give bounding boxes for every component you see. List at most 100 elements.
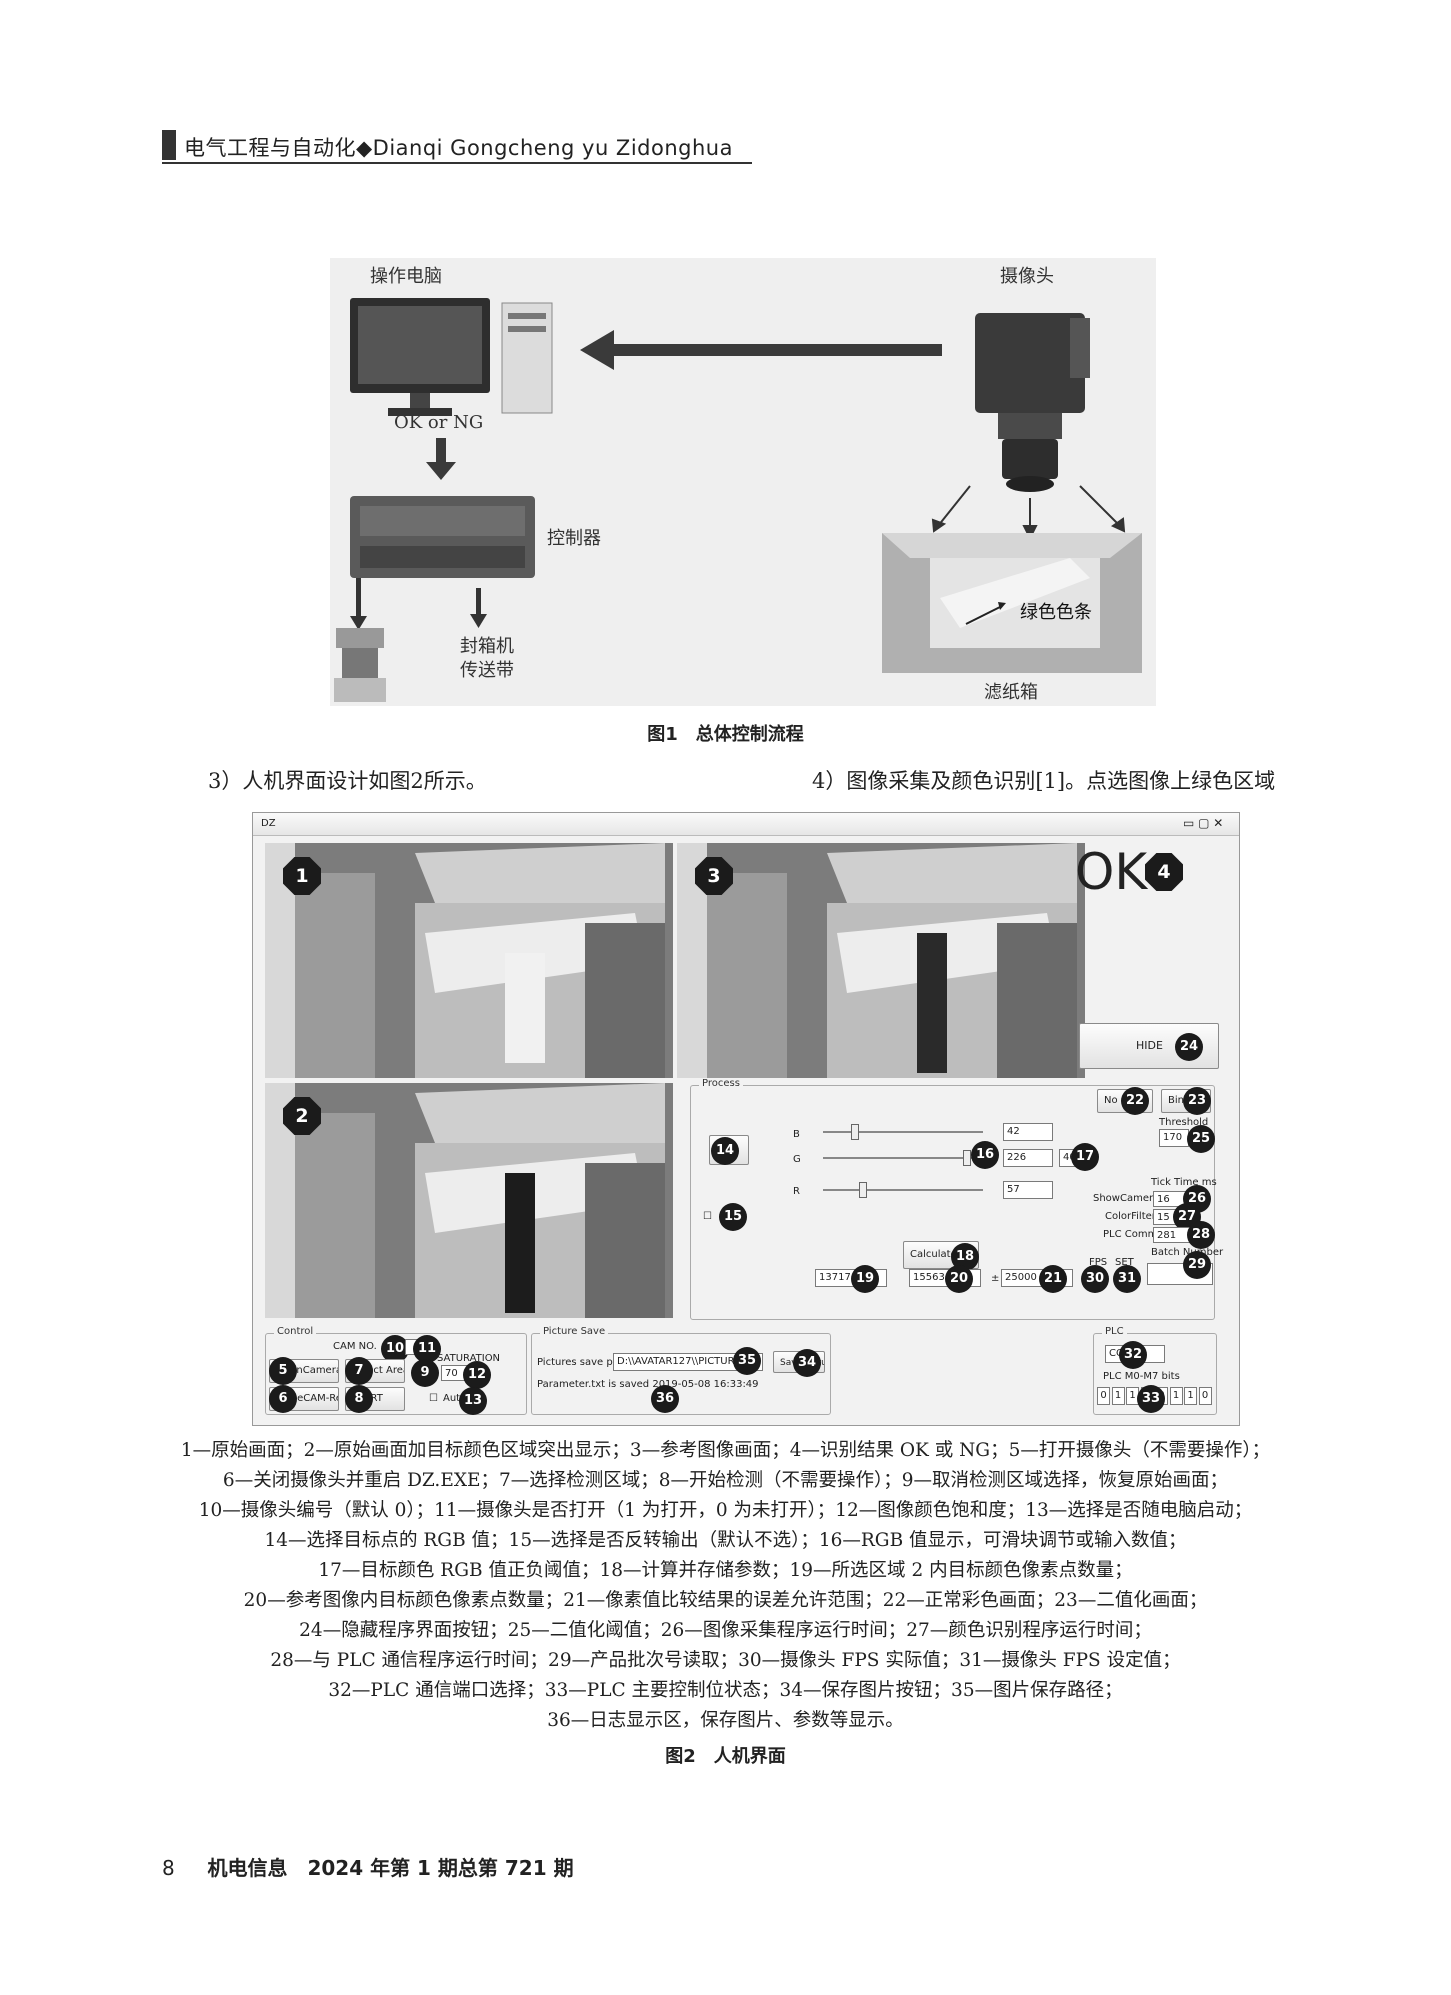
control-group: Control	[265, 1326, 527, 1415]
page-number: 8	[162, 1856, 175, 1880]
green-strip-label: 绿色色条	[1020, 602, 1092, 623]
control-title: Control	[274, 1326, 317, 1337]
sealer-label-line2: 传送带	[460, 660, 514, 681]
reverse-checkbox[interactable]: ☐	[703, 1211, 712, 1222]
badge-3: 3	[695, 857, 733, 895]
badge-20: 20	[945, 1265, 973, 1293]
window-controls[interactable]: ▭ ▢ ✕	[1183, 816, 1224, 830]
legend-line: 6—关闭摄像头并重启 DZ.EXE；7—选择检测区域；8—开始检测（不需要操作）…	[222, 1470, 1229, 1491]
camera-label: 摄像头	[1000, 266, 1054, 287]
badge-27: 27	[1173, 1203, 1201, 1231]
figure-1-drawing	[334, 298, 1142, 702]
plc-bit-7: 0	[1198, 1387, 1212, 1405]
legend-line: 36—日志显示区，保存图片、参数等显示。	[547, 1710, 904, 1731]
badge-8: 8	[345, 1385, 373, 1413]
r-label: R	[793, 1186, 800, 1197]
plc-bit-0: 0	[1097, 1387, 1110, 1405]
footer: 8 机电信息 2024 年第 1 期总第 721 期	[162, 1852, 574, 1881]
save-path-label: Pictures save path	[537, 1357, 630, 1368]
autostart-checkbox[interactable]: ☐	[429, 1393, 438, 1404]
legend-line: 20—参考图像内目标颜色像素点数量；21—像素值比较结果的误差允许范围；22—正…	[243, 1590, 1208, 1611]
reference-image	[677, 843, 1085, 1078]
process-title: Process	[699, 1078, 743, 1089]
box-label: 滤纸箱	[984, 682, 1038, 703]
process-group: Process	[690, 1078, 1215, 1320]
camera-image	[975, 313, 1090, 492]
cam-no-label: CAM NO.	[333, 1341, 377, 1352]
window-title-bar: DZ ▭ ▢ ✕	[253, 813, 1239, 836]
g-value-input[interactable]: 226	[1003, 1149, 1053, 1167]
para-left: 3）人机界面设计如图2所示。	[208, 769, 487, 793]
r-slider[interactable]	[823, 1182, 983, 1198]
badge-6: 6	[269, 1385, 297, 1413]
arrow-camera-to-pc	[580, 330, 942, 370]
badge-11: 11	[413, 1335, 441, 1363]
fps-label: FPS	[1089, 1257, 1108, 1268]
figure-1-caption: 图1 总体控制流程	[647, 724, 804, 745]
badge-35: 35	[733, 1347, 761, 1375]
threshold-input[interactable]: 170	[1159, 1129, 1189, 1147]
controller-label: 控制器	[547, 528, 601, 549]
badge-33: 33	[1137, 1385, 1165, 1413]
sealer-label-line1: 封箱机	[460, 636, 514, 657]
badge-4: 4	[1145, 853, 1183, 891]
badge-7: 7	[345, 1357, 373, 1385]
controller-image	[350, 496, 535, 578]
panel-original[interactable]: 1	[265, 843, 673, 1078]
highlight-image	[265, 1083, 673, 1318]
controller-output-arrows	[350, 578, 487, 630]
batch-label: Batch Number	[1151, 1247, 1224, 1258]
b-value-input[interactable]: 42	[1003, 1123, 1053, 1141]
badge-1: 1	[283, 857, 321, 895]
g-slider-thumb[interactable]	[963, 1150, 971, 1166]
plc-title: PLC	[1102, 1326, 1127, 1337]
figure-2-hmi: DZ ▭ ▢ ✕ 1 2	[252, 812, 1240, 1426]
r-slider-thumb[interactable]	[859, 1182, 867, 1198]
badge-9: 9	[411, 1359, 439, 1387]
legend-line: 10—摄像头编号（默认 0）；11—摄像头是否打开（1 为打开，0 为未打开）；…	[198, 1500, 1253, 1521]
journal-info: 机电信息 2024 年第 1 期总第 721 期	[207, 1856, 574, 1880]
plc-bit-6: 1	[1184, 1387, 1197, 1405]
legend-line: 24—隐藏程序界面按钮；25—二值化阈值；26—图像采集程序运行时间；27—颜色…	[299, 1620, 1152, 1641]
badge-23: 23	[1183, 1087, 1211, 1115]
plc-bit-5: 1	[1169, 1387, 1183, 1405]
badge-34: 34	[793, 1349, 821, 1377]
colorfilter-label: ColorFilter	[1105, 1211, 1156, 1222]
b-label: B	[793, 1129, 800, 1140]
b-slider-thumb[interactable]	[851, 1124, 859, 1140]
badge-13: 13	[459, 1387, 487, 1415]
header-bar	[162, 130, 176, 160]
plusminus-sign: ±	[991, 1273, 1000, 1284]
original-image	[265, 843, 673, 1078]
badge-12: 12	[463, 1361, 491, 1389]
legend-line: 28—与 PLC 通信程序运行时间；29—产品批次号读取；30—摄像头 FPS …	[270, 1650, 1181, 1671]
panel-highlight[interactable]: 2	[265, 1083, 673, 1318]
panel-reference[interactable]: 3	[677, 843, 1085, 1078]
badge-32: 32	[1119, 1341, 1147, 1369]
window-title: DZ	[261, 818, 276, 829]
badge-22: 22	[1121, 1087, 1149, 1115]
legend-line: 17—目标颜色 RGB 值正负阈值；18—计算并存储参数；19—所选区域 2 内…	[318, 1560, 1133, 1581]
plc-bits-label: PLC M0-M7 bits	[1103, 1371, 1180, 1382]
log-text: Parameter.txt is saved 2019-05-08 16:33:…	[537, 1379, 759, 1390]
showcamera-label: ShowCamera	[1093, 1193, 1160, 1204]
plc-group: PLC	[1093, 1326, 1217, 1415]
badge-21: 21	[1039, 1265, 1067, 1293]
g-slider[interactable]	[823, 1150, 983, 1166]
r-value-input[interactable]: 57	[1003, 1181, 1053, 1199]
badge-31: 31	[1113, 1265, 1141, 1293]
g-label: G	[793, 1154, 801, 1165]
badge-16: 16	[971, 1141, 999, 1169]
arrow-pc-to-controller	[426, 438, 456, 480]
tick-time-label: Tick Time ms	[1151, 1177, 1217, 1188]
computer-label: 操作电脑	[370, 266, 442, 287]
badge-36: 36	[651, 1385, 679, 1413]
fps-set-label: SET	[1115, 1257, 1134, 1268]
ok-ng-label: OK or NG	[394, 412, 484, 433]
result-text: OK	[1075, 843, 1148, 901]
badge-15: 15	[719, 1203, 747, 1231]
save-path-input[interactable]: D:\\AVATAR127\\PICTURE\\	[613, 1353, 763, 1371]
legend-line: 1—原始画面；2—原始画面加目标颜色区域突出显示；3—参考图像画面；4—识别结果…	[180, 1440, 1271, 1461]
b-slider[interactable]	[823, 1124, 983, 1140]
camera-view-arrows	[931, 485, 1126, 541]
